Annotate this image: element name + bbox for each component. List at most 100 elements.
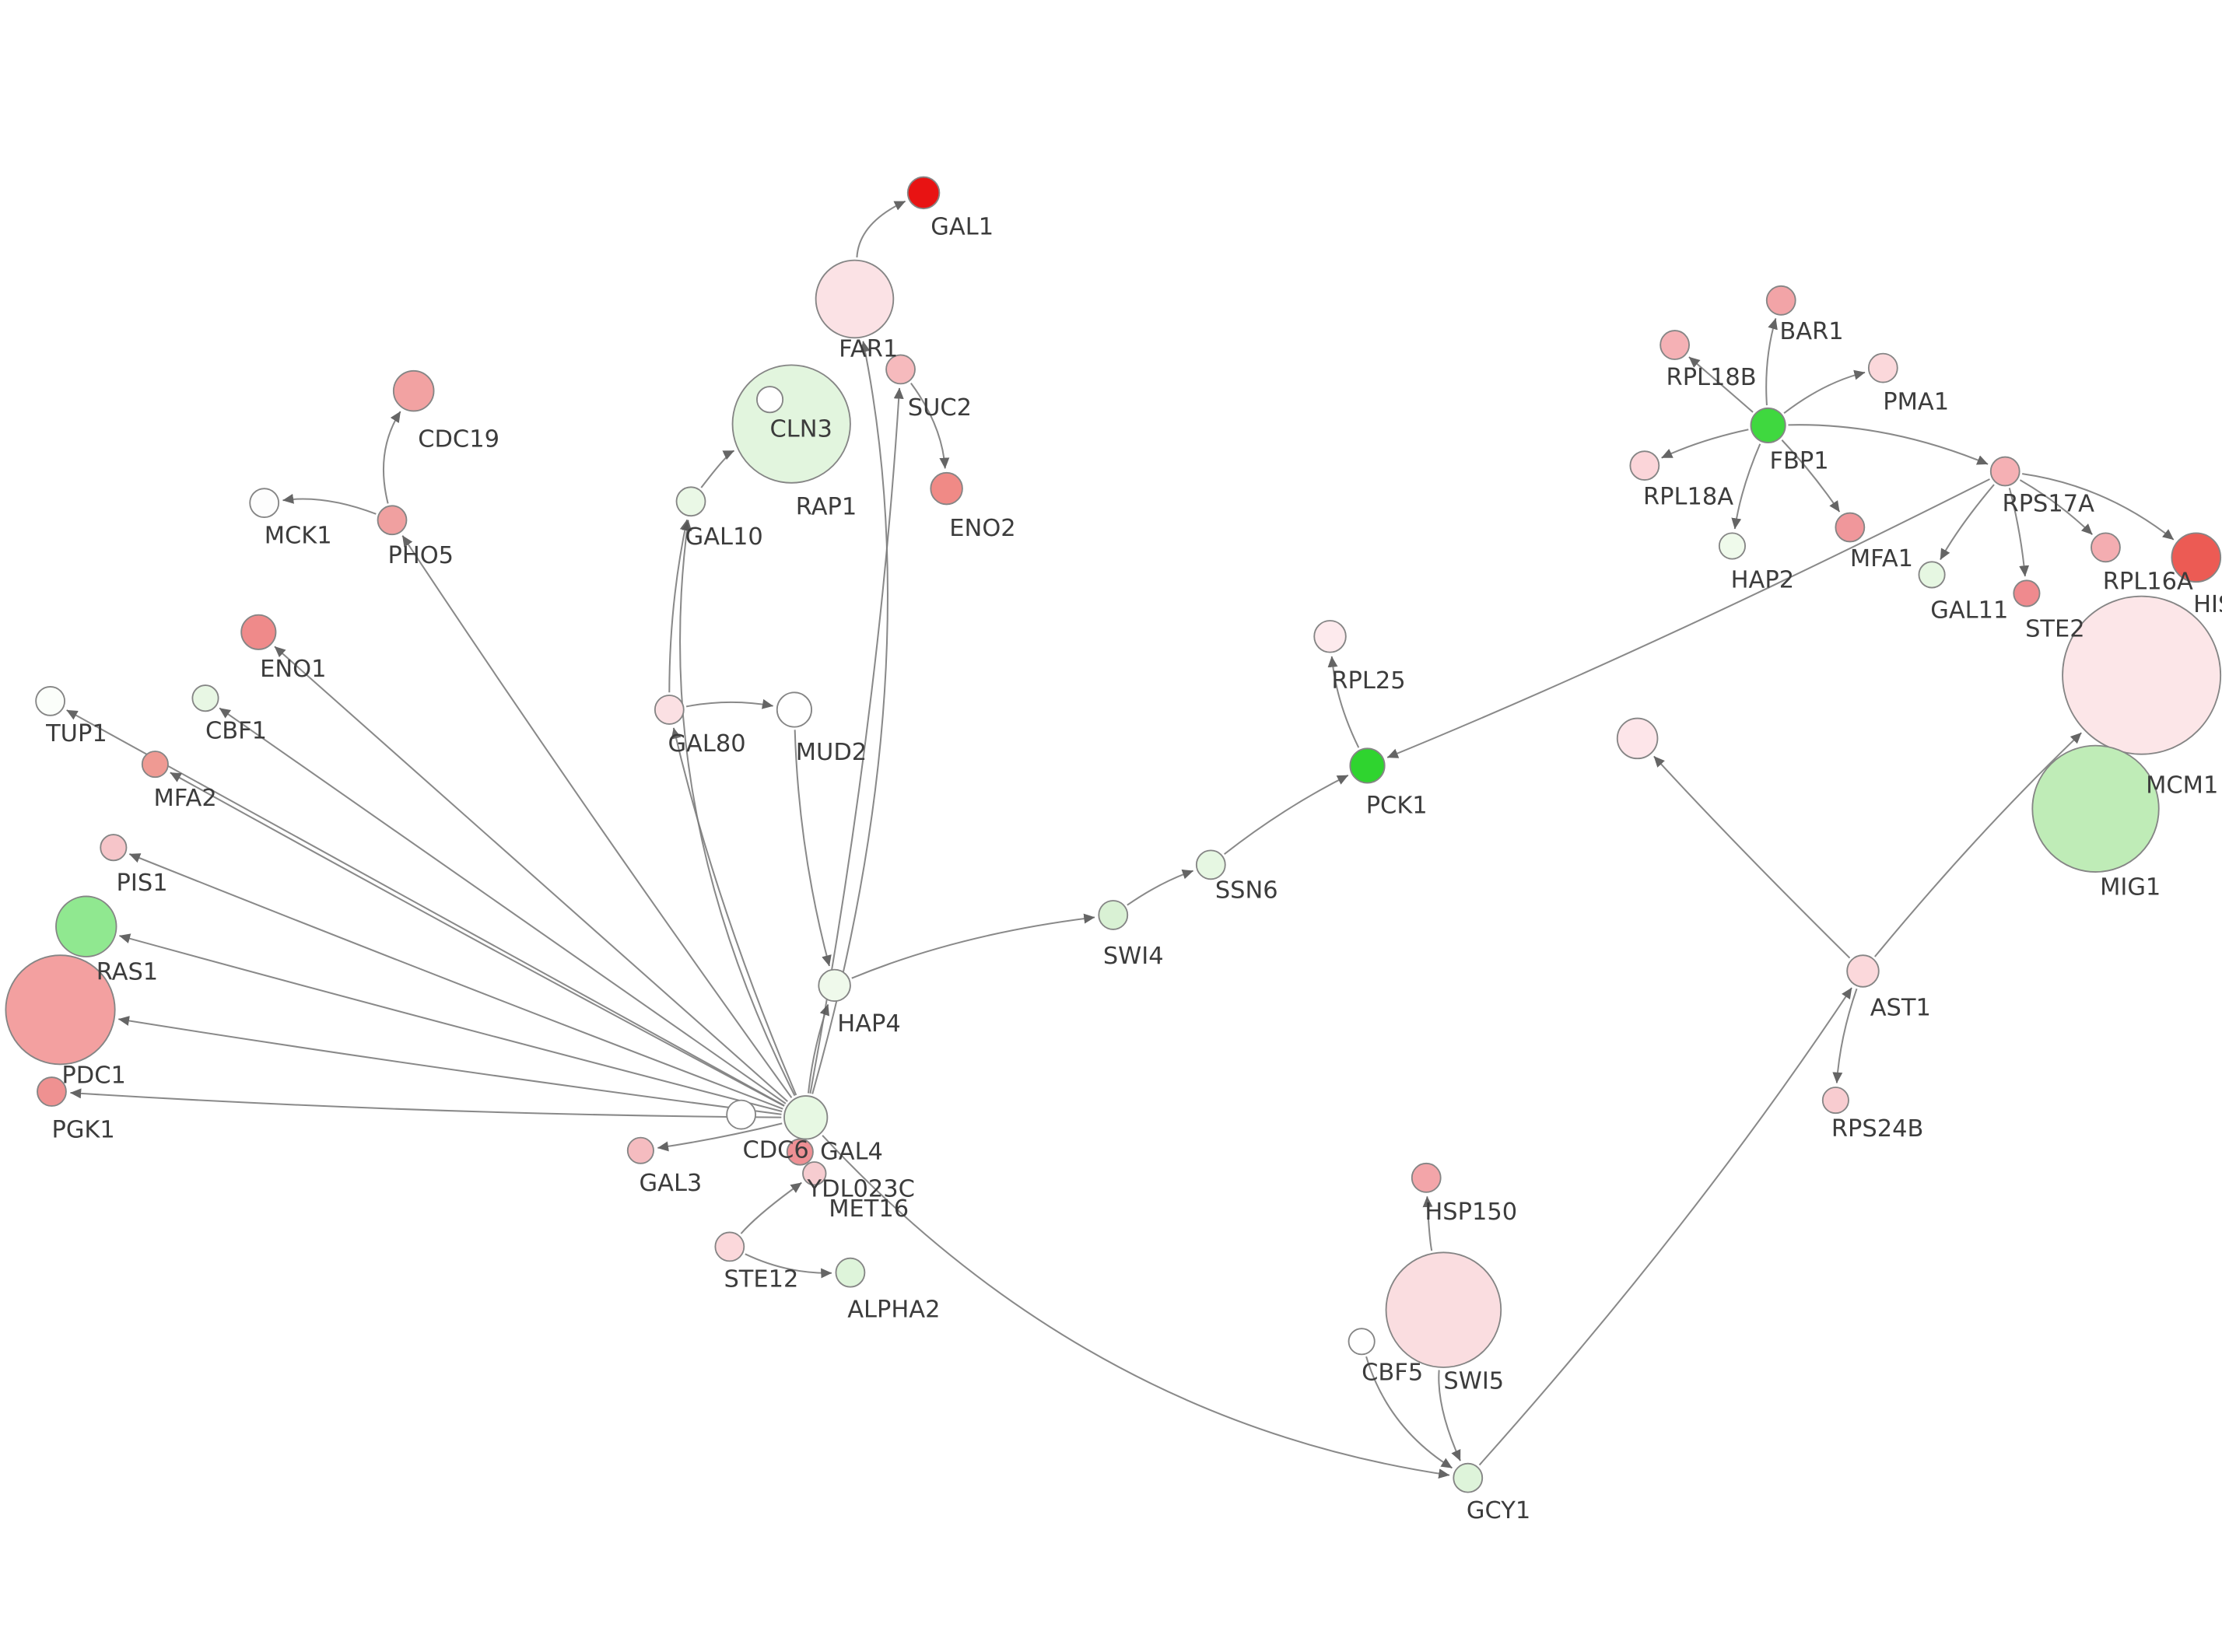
edge-GAL4-CBF1[interactable]: [219, 707, 787, 1104]
node-MCK1[interactable]: [249, 488, 280, 518]
edge-STE12-MET16[interactable]: [740, 1181, 802, 1234]
edge-GCY1-AST1[interactable]: [1478, 987, 1852, 1466]
edge-GAL4-MFA2[interactable]: [170, 772, 785, 1107]
node-GAL3[interactable]: [626, 1136, 654, 1164]
node-SWI5[interactable]: [1385, 1251, 1502, 1368]
edge-HAP4-SWI4[interactable]: [851, 913, 1095, 979]
edge-PHO5-MCK1[interactable]: [282, 493, 377, 515]
node-GAL80[interactable]: [654, 695, 685, 725]
node-PMA1[interactable]: [1867, 352, 1898, 383]
edge-AST1-RPS24B[interactable]: [1832, 988, 1858, 1083]
node-SSN6[interactable]: [1195, 849, 1226, 880]
node-GAL4[interactable]: [783, 1095, 829, 1140]
edge-GAL4-PGK1[interactable]: [70, 1088, 782, 1118]
node-BAR1[interactable]: [1765, 285, 1796, 316]
edge-GAL4-PIS1[interactable]: [128, 853, 783, 1110]
node-PCK1[interactable]: [1349, 747, 1386, 784]
node-MFA2[interactable]: [141, 751, 169, 779]
node-YDL023C[interactable]: [786, 1138, 814, 1166]
edge-RPS17A-HIS4[interactable]: [2022, 473, 2175, 541]
node-MET16[interactable]: [802, 1161, 827, 1186]
edge-GAL4-PHO5[interactable]: [401, 535, 793, 1098]
node-STE2[interactable]: [2013, 579, 2041, 607]
edge-FBP1-RPL18A[interactable]: [1661, 429, 1749, 459]
edge-SWI5-GCY1[interactable]: [1438, 1370, 1461, 1461]
node-MFA1[interactable]: [1835, 512, 1866, 543]
node-MIG1[interactable]: [2031, 744, 2160, 873]
edge-MUD2-HAP4[interactable]: [794, 730, 832, 967]
node-MCM1[interactable]: [2062, 595, 2222, 755]
node-STE12[interactable]: [714, 1231, 745, 1262]
node-RPL18B[interactable]: [1659, 330, 1690, 360]
node-RPS24B[interactable]: [1821, 1087, 1849, 1115]
node-CDC6[interactable]: [726, 1099, 756, 1130]
edge-AST1-MCM1[interactable]: [1874, 732, 2082, 957]
edge-FBP1-RPS17A[interactable]: [1788, 424, 1989, 465]
node-GAL10[interactable]: [675, 486, 706, 517]
node-FAR1[interactable]: [815, 259, 895, 339]
edge-GAL4-TUP1[interactable]: [66, 709, 785, 1107]
edge-FAR1-GAL1[interactable]: [856, 200, 906, 257]
edge-GAL4-HAP4[interactable]: [808, 1004, 829, 1094]
node-SWI4[interactable]: [1098, 900, 1129, 930]
edge-FBP1-RPL18B[interactable]: [1688, 356, 1754, 413]
edge-FBP1-PMA1[interactable]: [1783, 369, 1866, 415]
node-CBF1[interactable]: [191, 684, 219, 712]
edge-STE12-ALPHA2[interactable]: [745, 1253, 832, 1279]
edge-GAL4-GAL3[interactable]: [657, 1122, 783, 1152]
edge-RPS17A-GAL11[interactable]: [1940, 484, 1995, 561]
node-PGK1[interactable]: [37, 1076, 67, 1107]
edge-RPS17A-PCK1[interactable]: [1386, 478, 1990, 758]
edge-GAL4-GAL10[interactable]: [679, 520, 796, 1097]
edge-PHO5-CDC19[interactable]: [382, 411, 401, 504]
node-ENO2[interactable]: [930, 471, 963, 506]
node-PIS1[interactable]: [100, 834, 128, 862]
edge-RPS17A-RPL16A[interactable]: [2019, 479, 2093, 535]
node-ENO1[interactable]: [240, 614, 277, 650]
node-RPL25[interactable]: [1313, 620, 1347, 653]
node-FBP1[interactable]: [1750, 407, 1786, 443]
edge-GAL4-GAL80[interactable]: [671, 727, 797, 1096]
edge-AST1-UNNAMED[interactable]: [1653, 755, 1851, 959]
node-RPL16A[interactable]: [2091, 532, 2121, 563]
edge-GAL4-RAS1[interactable]: [119, 933, 783, 1112]
node-UNNAMED[interactable]: [1616, 717, 1659, 760]
edge-FBP1-BAR1[interactable]: [1765, 318, 1778, 406]
node-HIS4[interactable]: [2171, 532, 2222, 583]
edge-RPS17A-STE2[interactable]: [2008, 488, 2030, 577]
node-RPL18A[interactable]: [1629, 450, 1660, 481]
edge-SWI4-SSN6[interactable]: [1127, 869, 1193, 906]
edge-GAL80-GAL10[interactable]: [668, 519, 690, 693]
node-CDC19[interactable]: [392, 369, 435, 412]
node-ALPHA2[interactable]: [835, 1257, 866, 1288]
edge-FBP1-MFA1[interactable]: [1781, 439, 1841, 513]
node-GCY1[interactable]: [1453, 1462, 1484, 1493]
edge-CBF5-GCY1[interactable]: [1365, 1356, 1453, 1469]
node-HSP150[interactable]: [1411, 1162, 1442, 1193]
node-TUP1[interactable]: [35, 686, 65, 716]
node-RPS17A[interactable]: [1989, 456, 2020, 487]
node-CBF5[interactable]: [1348, 1328, 1376, 1356]
edge-SWI5-HSP150[interactable]: [1422, 1195, 1433, 1251]
edge-FBP1-HAP2[interactable]: [1731, 443, 1761, 530]
node-PHO5[interactable]: [377, 505, 408, 536]
node-HAP2[interactable]: [1718, 532, 1746, 560]
node-SUC2[interactable]: [885, 354, 916, 385]
edge-PCK1-RPL25[interactable]: [1327, 656, 1360, 748]
node-MUD2[interactable]: [776, 691, 812, 728]
edge-GAL80-MUD2[interactable]: [685, 698, 773, 709]
node-RAP1[interactable]: [756, 386, 784, 414]
edge-GAL4-ENO1[interactable]: [274, 646, 788, 1102]
edge-SUC2-ENO2[interactable]: [910, 383, 950, 469]
node-HAP4[interactable]: [818, 968, 851, 1003]
node-GAL11[interactable]: [1918, 561, 1946, 589]
edge-GAL4-PDC1[interactable]: [117, 1016, 782, 1115]
edge-GAL10-CLN3[interactable]: [700, 450, 735, 488]
edge-GAL4-GCY1[interactable]: [822, 1135, 1450, 1479]
node-PDC1[interactable]: [5, 954, 116, 1066]
node-GAL1[interactable]: [906, 176, 941, 210]
node-RAS1[interactable]: [55, 895, 117, 957]
node-AST1[interactable]: [1846, 954, 1880, 988]
